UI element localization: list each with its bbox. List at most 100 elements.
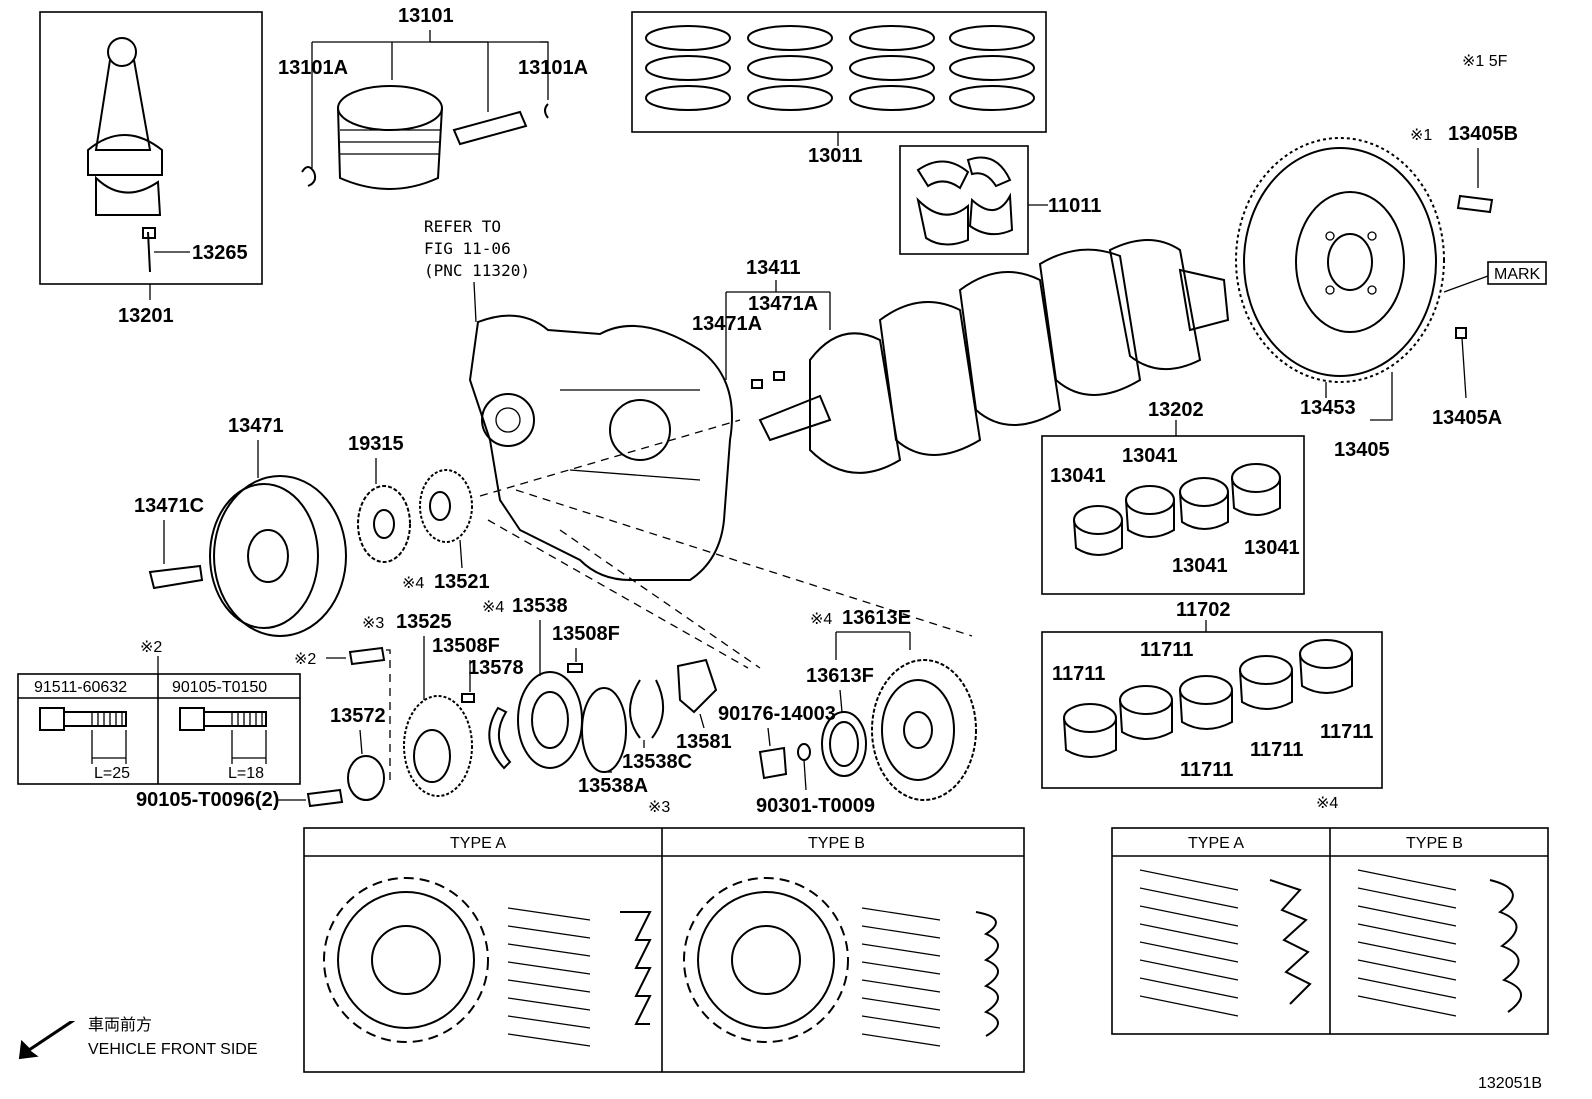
label-13525-note: ※3 [362,615,384,632]
type-section-4: ※4 TYPE A TYPE B [1111,795,1549,1035]
bolt-drawing-1 [39,707,127,764]
label-13201: 13201 [118,305,174,327]
main-bearing-group: 11702 11711 11711 11711 11711 11711 [1041,599,1383,789]
label-13101a-left: 13101A [278,57,348,79]
figure-id: 132051B [1478,1075,1542,1092]
gear-illustration-type-b [683,877,849,1043]
label-mark: MARK [1494,266,1541,283]
label-13538a: 13538A [578,775,648,797]
label-13041-4: 13041 [1244,537,1300,559]
main-bearing-box [1041,631,1383,789]
refer-pnc-text: (PNC 11320) [424,261,530,280]
teeth-detail-type-b-2 [1357,869,1522,1017]
label-13521-note: ※4 [402,575,424,592]
label-13202: 13202 [1148,399,1204,421]
type-b-header-2: TYPE B [1406,835,1463,852]
flywheel-illustration [1235,137,1445,383]
refer-note: REFER TO FIG 11-06 (PNC 11320) [424,217,530,323]
sprocket-group: 19315 ※4 13521 [348,433,490,593]
vehicle-front-side: 車両前方 VEHICLE FRONT SIDE [18,1016,258,1060]
label-bolt-note-2: ※2 [294,651,316,668]
label-13581: 13581 [676,731,732,753]
label-13572: 13572 [330,705,386,727]
crankshaft-illustration [758,239,1230,474]
label-13525: 13525 [396,611,452,633]
type-b-header-1: TYPE B [808,835,865,852]
label-13101a-right: 13101A [518,57,588,79]
type-section-3: ※3 TYPE A TYPE B [303,799,1025,1073]
piston-ring-group: 13011 [631,11,1047,167]
crank-pulley-illustration [209,475,347,637]
label-11711-3: 11711 [1180,759,1233,781]
label-13471a-b: 13471A [748,293,818,315]
bolt-table: ※2 91511-60632 90105-T0150 L=25 L=18 [17,639,301,785]
label-13508f-2: 13508F [552,623,620,645]
main-bearing-illustration [1063,639,1353,758]
label-11711-4: 11711 [1250,739,1303,761]
label-bolt-table-note: ※2 [140,639,162,656]
label-13411: 13411 [746,257,801,279]
label-13613f: 13613F [806,665,874,687]
label-13453: 13453 [1300,397,1356,419]
bolt-table-col2: 90105-T0150 [172,679,267,696]
timing-case-illustration [468,314,733,581]
front-side-jp: 車両前方 [88,1016,152,1034]
label-13101: 13101 [398,5,454,27]
thrust-washer-box [899,145,1029,255]
gear-illustration-type-a [323,877,489,1043]
label-13405a: 13405A [1432,407,1502,429]
mark-box [1487,261,1547,285]
label-13471c: 13471C [134,495,204,517]
driven-gear-group: ※4 13613E 13613F 90176-14003 90301-T0009 [718,607,977,817]
label-type-note-3: ※3 [648,799,670,816]
crank-pulley-group: 13471 13471C [134,415,347,637]
label-13521: 13521 [434,571,490,593]
balancer-group: ※3 13525 ※4 13538 13508F 13508F 13578 13… [136,595,732,811]
label-13471a-a: 13471A [692,313,762,335]
refer-to-text: REFER TO [424,217,501,236]
bolt-length-1: L=25 [94,765,130,782]
bolt-drawing-2 [179,707,267,764]
label-13471: 13471 [228,415,284,437]
label-13041-2: 13041 [1122,445,1178,467]
con-rod-group: 13265 13201 [39,11,263,327]
label-13538-note: ※4 [482,599,504,616]
label-13538: 13538 [512,595,568,617]
piston-ring-box [631,11,1047,133]
label-11711-2: 11711 [1140,639,1193,661]
front-arrow-icon [18,1021,76,1060]
label-13405b: 13405B [1448,123,1518,145]
label-13613e: 13613E [842,607,911,629]
teeth-detail-type-a [507,907,652,1047]
label-19315: 19315 [348,433,404,455]
con-rod-illustration [87,37,163,273]
bolt-table-col1: 91511-60632 [34,679,127,696]
piston-ring-illustration [645,25,1035,111]
label-13613e-note: ※4 [810,611,832,628]
label-13041-3: 13041 [1172,555,1228,577]
crank-bearing-group: 13041 13041 13041 13041 [1041,435,1305,595]
label-13578: 13578 [468,657,524,679]
label-type-note-4: ※4 [1316,795,1338,812]
label-13538c: 13538C [622,751,692,773]
label-90176-14003: 90176-14003 [718,703,836,725]
assembly-lines [479,419,973,669]
crankshaft-group: 13411 13471A 13471A 13202 [692,239,1230,474]
bolt-length-2: L=18 [228,765,264,782]
thrust-washer-group: 11011 [899,145,1101,255]
label-flywheel-bolt-note: ※1 [1410,127,1432,144]
label-90105-t0096: 90105-T0096(2) [136,789,279,811]
crank-bearing-box [1041,435,1305,595]
flywheel-group: ※1 5F ※1 13405B MARK 13405A 13453 13405 [1235,53,1547,461]
label-13041-1: 13041 [1050,465,1106,487]
type-a-header-2: TYPE A [1188,835,1244,852]
front-side-en: VEHICLE FRONT SIDE [88,1041,258,1058]
label-13405: 13405 [1334,439,1390,461]
type-a-header-1: TYPE A [450,835,506,852]
label-engine-note: ※1 5F [1462,53,1508,70]
label-13011: 13011 [808,145,863,167]
label-11702: 11702 [1176,599,1231,621]
teeth-detail-type-a-2 [1139,869,1312,1017]
refer-fig-text: FIG 11-06 [424,239,511,258]
